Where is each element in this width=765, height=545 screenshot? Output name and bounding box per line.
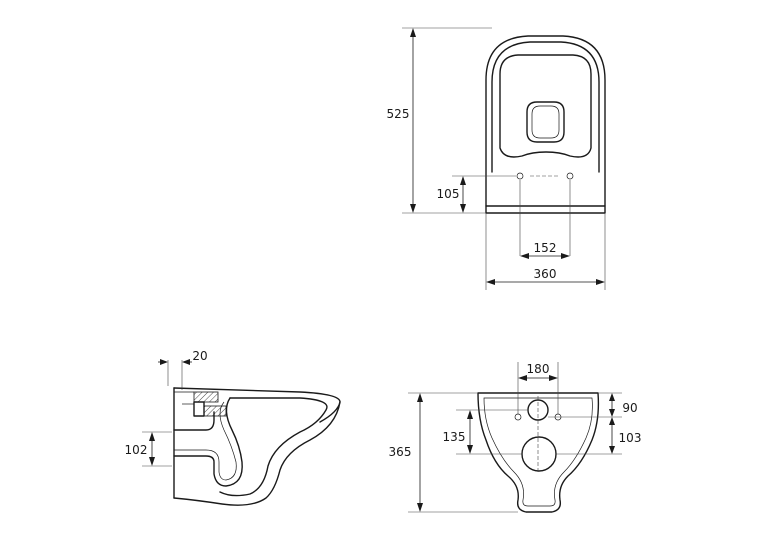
side-view-trap — [173, 397, 243, 487]
side-view: 20 102 — [125, 349, 341, 506]
top-view-seat-rim — [491, 41, 600, 173]
dim-front-left-offset: 135 — [443, 430, 466, 444]
top-view-seat-opening — [499, 54, 592, 158]
side-view-fixing-hatch — [193, 391, 219, 403]
dim-side-wall-gap: 20 — [192, 349, 207, 363]
side-view-outer-shell — [173, 401, 341, 506]
top-view-bowl-outline — [485, 35, 606, 207]
dim-front-right-offset: 103 — [619, 431, 642, 445]
front-view-hole-left — [514, 413, 522, 421]
dim-top-hole-offset: 105 — [437, 187, 460, 201]
dim-front-height: 365 — [389, 445, 412, 459]
side-view-fixing-block — [193, 401, 205, 417]
side-view-inner-bowl — [219, 397, 328, 497]
side-view-trap-inner — [174, 401, 237, 481]
side-view-outlet — [173, 411, 215, 431]
top-view-waterway — [526, 101, 565, 143]
top-view: 525 105 152 360 — [387, 27, 606, 290]
dim-top-width: 360 — [534, 267, 557, 281]
side-view-fixing-plate — [203, 405, 227, 417]
dim-side-outlet-height: 102 — [125, 443, 148, 457]
top-view-waterway-inner — [531, 105, 560, 139]
top-view-base — [485, 205, 606, 214]
dim-front-hole-spacing: 180 — [527, 362, 550, 376]
front-view: 180 365 135 90 103 — [389, 362, 642, 513]
front-view-outlet — [521, 436, 557, 472]
top-view-hole-left — [516, 172, 524, 180]
top-view-hole-right — [566, 172, 574, 180]
dim-front-top-offset: 90 — [622, 401, 637, 415]
front-view-inner-outline — [483, 397, 593, 507]
front-view-outline — [477, 392, 600, 513]
dim-top-hole-spacing: 152 — [534, 241, 557, 255]
dim-top-height: 525 — [387, 107, 410, 121]
